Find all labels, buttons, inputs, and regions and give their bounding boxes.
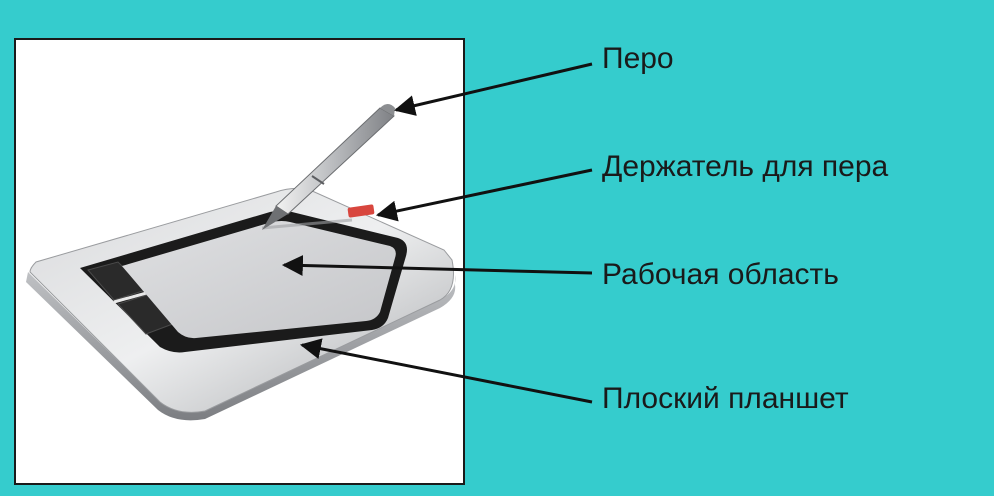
label-pen: Перо [602, 42, 674, 75]
arrow-pen-holder [375, 168, 593, 222]
arrow-pen [393, 62, 593, 116]
label-flat-tablet: Плоский планшет [602, 382, 849, 415]
tablet-edge [26, 272, 456, 421]
arrow-work-area [281, 254, 593, 276]
express-key-divider [113, 290, 151, 304]
tablet-illustration [26, 104, 456, 421]
label-pen-holder: Держатель для пера [602, 150, 889, 183]
work-surface [122, 221, 396, 339]
arrow-flat-tablet [299, 338, 593, 404]
stylus-pen [262, 104, 395, 230]
pen-holder-tab [347, 204, 375, 218]
pen-shadow [261, 218, 353, 230]
label-work-area: Рабочая область [602, 258, 839, 291]
arrows [281, 62, 593, 404]
